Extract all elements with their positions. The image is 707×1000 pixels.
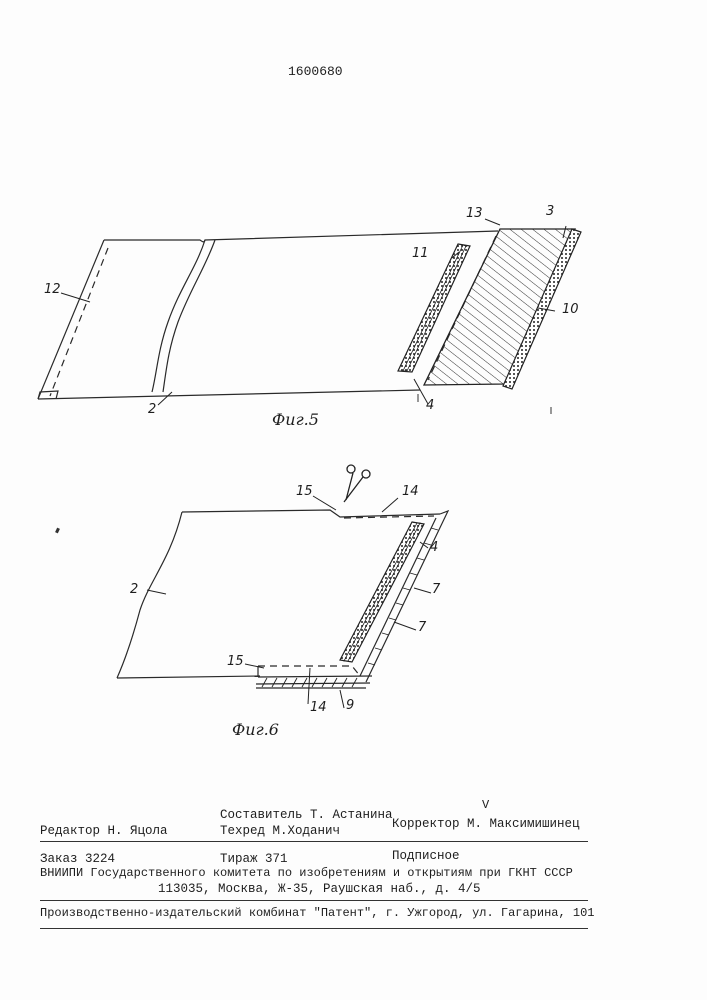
compiler-line: Составитель Т. Астанина — [220, 808, 393, 822]
fig5-label-10: 10 — [562, 302, 579, 317]
fig6-strip-4 — [340, 522, 424, 662]
printer-line: Производственно-издательский комбинат "П… — [40, 906, 595, 920]
fig6-caption: Фиг.6 — [232, 720, 279, 739]
fig6-label-2: 2 — [130, 582, 138, 597]
fig6-label-15-bottom: 15 — [227, 654, 244, 669]
fig5-label-2: 2 — [148, 402, 156, 417]
colophon-rule-2 — [40, 900, 588, 901]
corrector-line: Корректор М. Максимишинец — [392, 817, 580, 831]
fig6-label-9: 9 — [346, 698, 354, 713]
fig5-caption: Фиг.5 — [272, 410, 319, 429]
circulation-line: Тираж 371 — [220, 852, 288, 866]
colophon-rule-3 — [40, 928, 588, 929]
colophon-rule-1 — [40, 841, 588, 842]
check-mark: V — [482, 798, 489, 812]
fig5-label-4: 4 — [426, 398, 434, 413]
fig6-label-7-lower: 7 — [418, 620, 426, 635]
order-line: Заказ 3224 — [40, 852, 115, 866]
fig6-label-7-upper: 7 — [432, 582, 440, 597]
fig5-label-12: 12 — [44, 282, 61, 297]
org-line-1: ВНИИПИ Государственного комитета по изоб… — [40, 866, 573, 880]
fig6-label-15-top: 15 — [296, 484, 313, 499]
scissors-icon — [344, 465, 370, 502]
fig6-label-4: 4 — [430, 540, 438, 555]
org-line-2: 113035, Москва, Ж-35, Раушская наб., д. … — [158, 882, 481, 896]
fig6-label-14-top: 14 — [402, 484, 419, 499]
fig5-label-11: 11 — [412, 246, 429, 261]
fig6-sheet — [117, 510, 448, 688]
fig6-label-14-bottom: 14 — [310, 700, 327, 715]
editor-line: Редактор Н. Яцола — [40, 824, 168, 838]
fig5-label-3: 3 — [546, 204, 554, 219]
fig5-label-13: 13 — [466, 206, 483, 221]
subscription-line: Подписное — [392, 849, 460, 863]
techred-line: Техред М.Ходанич — [220, 824, 340, 838]
